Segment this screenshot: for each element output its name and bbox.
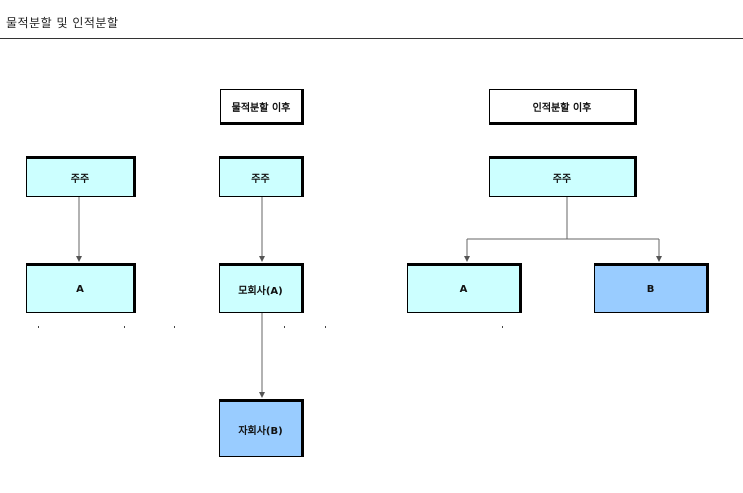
personal-split-header-label: 인적분할 이후 [532,102,592,114]
physical-parent-label: 모회사(A) [238,285,283,297]
physical-shareholder-label: 주주 [251,174,270,185]
decorative-dot [284,326,285,328]
decorative-dot [502,326,503,328]
decorative-dot [124,326,125,328]
physical-shareholder-box: 주주 [219,156,304,197]
before-company-a-label: A [76,283,84,295]
physical-subsidiary-label: 자회사(B) [238,425,283,437]
personal-shareholder-box: 주주 [489,156,637,197]
personal-split-header: 인적분할 이후 [489,89,637,125]
personal-company-b-label: B [646,283,655,295]
physical-parent-box: 모회사(A) [219,263,304,313]
physical-subsidiary-box: 자회사(B) [219,399,304,457]
page-title: 물적분할 및 인적분할 [6,16,119,30]
title-divider [0,38,743,39]
personal-company-b-box: B [594,263,709,313]
before-shareholder-box: 주주 [26,156,136,197]
physical-split-header-label: 물적분할 이후 [231,102,291,114]
physical-split-header: 물적분할 이후 [220,89,304,125]
before-company-a-box: A [26,263,136,313]
personal-company-a-box: A [407,263,522,313]
personal-shareholder-label: 주주 [552,174,572,185]
decorative-dot [38,326,39,328]
before-shareholder-label: 주주 [70,174,90,185]
decorative-dot [325,326,326,328]
decorative-dot [174,326,175,328]
personal-company-a-label: A [459,283,468,295]
